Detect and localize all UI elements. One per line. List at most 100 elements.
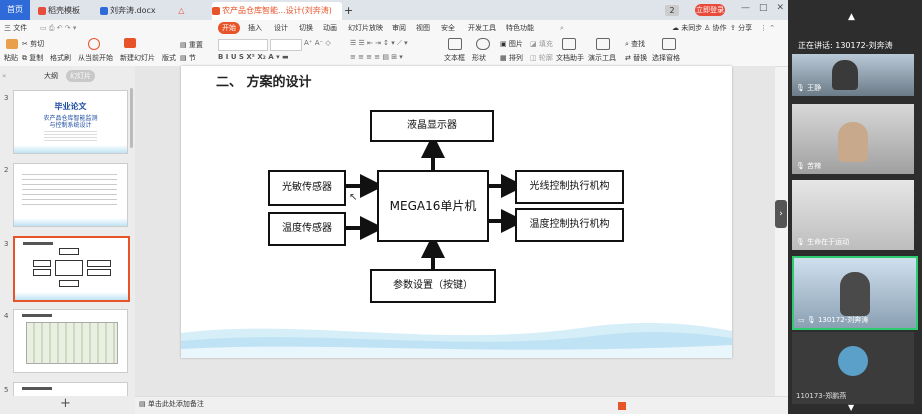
minimize-icon[interactable]: — [740,3,750,13]
tab-docer-templates[interactable]: 稻壳模板 [38,2,96,20]
thumb-heading [22,314,52,317]
param-setting-box: 参数设置（按键） [370,269,496,303]
new-slide-icon[interactable] [124,38,136,48]
layout-button[interactable]: 版式 [162,54,176,62]
paste-icon[interactable] [6,39,18,49]
menu-switch[interactable]: 切换 [299,24,313,32]
menu-bar: 三 文件 ▭ ⎙ ↶ ↷ ▾ 开始 插入 设计 切换 动画 幻灯片放映 审阅 视… [0,20,788,36]
participant-name: 🎙 生命在于运动 [796,238,850,246]
slide-panel: « 大纲 幻灯片 3 毕业论文 农产品仓库智能监测 与控制系统设计 2 3 [0,66,135,398]
quick-access-icons[interactable]: ▭ ⎙ ↶ ↷ ▾ [40,24,77,32]
more-icon[interactable]: ⋮ ⌃ [760,24,776,32]
notes-area[interactable]: ▤ 单击此处添加备注 [139,400,204,408]
textbox-icon[interactable] [448,38,462,50]
cut-button[interactable]: ✂ 剪切 [22,40,45,48]
paragraph-buttons[interactable]: ☰ ☰ ⇤ ⇥ ↕ ▾ ⟋ ▾ [350,39,408,47]
participant-video-3[interactable]: 🎙 生命在于运动 [792,180,914,250]
from-current-button[interactable]: 从当前开始 [78,54,113,62]
current-slide[interactable]: 二、 方案的设计 液晶显示器 MEGA16单片机 光敏传感器 温度传感器 光线控… [181,66,732,358]
speaking-indicator: 正在讲话: 130172-刘奔涛 [798,41,893,50]
thumb-box [33,260,51,267]
status-icon[interactable] [618,402,626,410]
thumb-wave [15,292,128,300]
copy-button[interactable]: ⧉ 复制 [22,54,44,62]
paste-button[interactable]: 粘贴 [4,54,18,62]
close-icon[interactable]: ✕ [776,3,784,13]
shape-button[interactable]: 形状 [472,54,486,62]
slide-number: 3 [4,240,9,248]
mcu-box: MEGA16单片机 [377,170,489,242]
replace-button[interactable]: ⇄ 替换 [625,54,648,62]
menu-devtools[interactable]: 开发工具 [468,24,496,32]
login-button[interactable]: 立即登录 [695,4,725,16]
arrange-button[interactable]: ▦ 排列 [500,54,523,62]
fill-button[interactable]: ◪ 填充 [530,40,553,48]
font-size-select[interactable] [270,39,302,51]
menu-insert[interactable]: 插入 [248,24,262,32]
menu-view[interactable]: 视图 [416,24,430,32]
sync-status[interactable]: ☁ 未同步 [672,24,703,32]
section-button[interactable]: ▤ 节 [180,54,196,62]
menu-special[interactable]: 特色功能 [506,24,534,32]
align-buttons[interactable]: ≡ ≡ ≡ ≡ ▤ ⊞ ▾ [350,53,403,61]
slide-thumb-2[interactable] [13,163,128,227]
maximize-icon[interactable]: □ [758,3,768,13]
participant-video-2[interactable]: 🎙 苦辣 [792,104,914,174]
slide-wave-decoration [181,322,732,358]
shape-icon[interactable] [476,38,490,50]
panel-scrollbar[interactable] [130,88,133,148]
ppt-icon [212,6,220,15]
font-size-adjust[interactable]: A⁺ A⁻ ◇ [304,39,331,47]
slide-thumb-1[interactable]: 毕业论文 农产品仓库智能监测 与控制系统设计 [13,90,128,154]
reset-button[interactable]: ▤ 重置 [180,41,203,49]
participant-video-4-speaking[interactable]: ▭ 🎙 130172-刘奔涛 [792,256,918,330]
menu-review[interactable]: 审阅 [392,24,406,32]
font-name-select[interactable] [218,39,268,51]
thumb-text-lines [44,129,97,143]
tab-slides[interactable]: 幻灯片 [66,70,95,82]
menu-animation[interactable]: 动画 [323,24,337,32]
menu-security[interactable]: 安全 [441,24,455,32]
participant-name: 🎙 苦辣 [796,162,822,170]
select-pane-icon[interactable] [662,38,676,50]
menu-slideshow[interactable]: 幻灯片放映 [348,24,383,32]
slide-thumb-4[interactable] [13,309,128,373]
participant-video-5[interactable]: 110173-郑鹏燕 [792,332,914,404]
slide-thumb-3-selected[interactable] [13,236,130,302]
temp-sensor-box: 温度传感器 [268,212,346,246]
collapse-up-icon[interactable]: ▲ [848,12,855,22]
select-pane-button[interactable]: 选择窗格 [652,54,680,62]
collab-button[interactable]: ♙ 协作 [704,24,727,32]
find-button[interactable]: ⌕ 查找 [625,40,646,48]
presenter-button[interactable]: 演示工具 [588,54,616,62]
tab-home[interactable]: 首页 [0,0,30,20]
add-slide-button[interactable]: + [60,396,71,411]
outline-button[interactable]: ◫ 轮廓 [530,54,553,62]
meeting-panel-toggle[interactable]: › [775,200,787,228]
panel-collapse-icon[interactable]: « [2,72,7,80]
participant-name: 110173-郑鹏燕 [796,392,847,400]
menu-start[interactable]: 开始 [218,22,240,34]
window-count-badge[interactable]: 2 [665,5,679,16]
textbox-button[interactable]: 文本框 [444,54,465,62]
warning-icon: △ [178,6,185,15]
add-tab-button[interactable]: + [344,4,354,17]
share-button[interactable]: ⇪ 分享 [730,24,753,32]
play-icon[interactable] [88,38,100,50]
picture-button[interactable]: ▣ 图片 [500,40,523,48]
presenter-icon[interactable] [596,38,610,50]
scroll-down-icon[interactable]: ▼ [848,403,855,412]
participant-video-1[interactable]: 🎙 王静 [792,54,914,96]
tab-ppt-active[interactable]: 农产品仓库智能...设计(刘奔涛) [212,2,342,20]
menu-file[interactable]: 三 文件 [4,24,28,32]
doc-assistant-icon[interactable] [562,38,576,50]
doc-assistant-button[interactable]: 文档助手 [556,54,584,62]
format-painter-button[interactable]: 格式刷 [50,54,71,62]
search-icon[interactable]: ⌕ [560,24,564,32]
text-format-buttons[interactable]: B I U S X² X₂ A ▾ ▬ [218,53,289,61]
tab-docx[interactable]: 刘奔涛.docx △ [100,2,195,20]
new-slide-button[interactable]: 新建幻灯片 [120,54,155,62]
thumb-title: 毕业论文 [54,102,87,111]
menu-design[interactable]: 设计 [274,24,288,32]
tab-outline[interactable]: 大纲 [44,72,58,80]
